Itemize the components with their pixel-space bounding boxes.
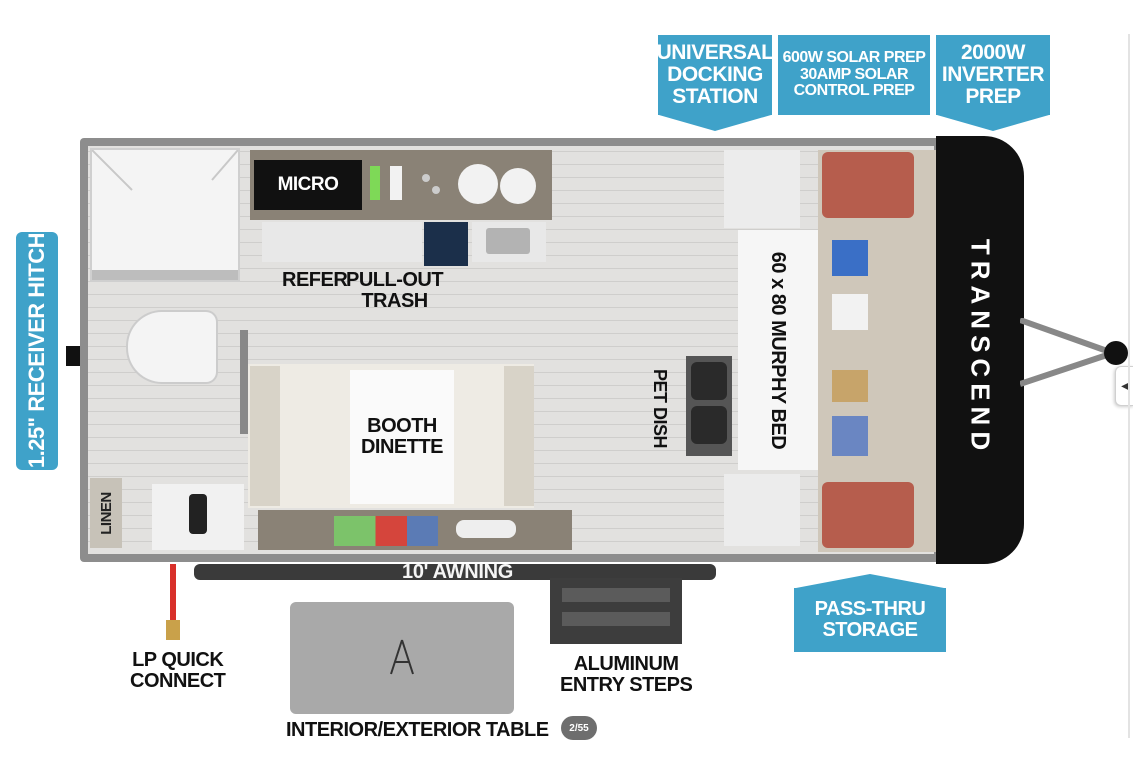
solar-prep-callout: 600W SOLAR PREP 30AMP SOLAR CONTROL PREP bbox=[778, 35, 930, 115]
inverter-prep-callout: 2000W INVERTER PREP bbox=[936, 35, 1050, 115]
dinette-seat-left bbox=[250, 366, 280, 506]
murphy-bed-cabinet-top bbox=[724, 150, 800, 228]
sink-basin bbox=[486, 228, 530, 254]
cooktop-area bbox=[368, 160, 548, 210]
awning bbox=[194, 564, 716, 580]
micro-label: MICRO bbox=[277, 174, 339, 195]
pull-out-trash-label: PULL-OUT TRASH bbox=[346, 269, 444, 312]
sink bbox=[472, 222, 546, 262]
exterior-table bbox=[290, 602, 514, 714]
side-collapse-tab[interactable]: ◀ bbox=[1115, 366, 1133, 406]
storage-bins-bottom bbox=[822, 482, 914, 548]
bathroom-sink bbox=[152, 484, 244, 550]
hitch-text: 1.25" RECEIVER HITCH bbox=[24, 233, 50, 469]
stove bbox=[424, 222, 468, 266]
toilet bbox=[128, 312, 216, 382]
linen-label: LINEN bbox=[97, 491, 115, 535]
awning-label: 10' AWNING bbox=[402, 561, 514, 583]
chevron-left-icon: ◀ bbox=[1121, 380, 1129, 392]
pet-dish-label: PET DISH bbox=[650, 368, 671, 449]
inverter-text: 2000W INVERTER PREP bbox=[941, 40, 1045, 109]
front-cap: TRANSCEND bbox=[936, 136, 1024, 564]
brand-logo: TRANSCEND bbox=[965, 238, 996, 457]
scrollbar-track[interactable] bbox=[1128, 34, 1130, 738]
microwave: MICRO bbox=[254, 160, 362, 210]
rear-receiver bbox=[66, 346, 80, 366]
booth-dinette-label: BOOTH DINETTE bbox=[360, 415, 444, 458]
murphy-bed: 60 x 80 MURPHY BED bbox=[738, 230, 818, 470]
faucet-icon bbox=[189, 494, 207, 534]
entry-steps bbox=[550, 578, 682, 644]
aluminum-entry-steps-label: ALUMINUM ENTRY STEPS bbox=[560, 653, 693, 696]
storage-bins-top bbox=[822, 152, 914, 218]
bathroom-wall bbox=[240, 330, 248, 434]
solar-text: 600W SOLAR PREP 30AMP SOLAR CONTROL PREP bbox=[782, 48, 926, 100]
stored-shirts bbox=[832, 240, 876, 470]
image-pager: 2/55 bbox=[561, 716, 597, 740]
refer-label: REFER bbox=[282, 269, 348, 291]
pass-thru-storage-callout: PASS-THRU STORAGE bbox=[794, 588, 946, 652]
murphy-bed-cabinet-bottom bbox=[724, 474, 800, 546]
shower bbox=[90, 148, 240, 282]
storage-text: PASS-THRU STORAGE bbox=[814, 598, 926, 641]
murphy-bed-label: 60 x 80 MURPHY BED bbox=[767, 251, 790, 449]
receiver-hitch-callout: 1.25" RECEIVER HITCH bbox=[16, 232, 58, 470]
lp-hose bbox=[170, 564, 176, 634]
board-games bbox=[334, 516, 438, 546]
universal-docking-station-callout: UNIVERSAL DOCKING STATION bbox=[656, 35, 774, 115]
refrigerator bbox=[262, 222, 422, 262]
lp-quick-connect-label: LP QUICK CONNECT bbox=[130, 649, 226, 692]
table-label: INTERIOR/EXTERIOR TABLE bbox=[286, 719, 549, 741]
dinette-seat-right bbox=[504, 366, 534, 506]
docking-text: UNIVERSAL DOCKING STATION bbox=[656, 40, 774, 109]
sink-cooktop-drawing bbox=[370, 164, 536, 204]
shower-drawing bbox=[91, 149, 239, 280]
pet-dish bbox=[686, 356, 732, 456]
game-controllers bbox=[456, 520, 516, 538]
linen-cabinet: LINEN bbox=[90, 478, 122, 548]
compass-logo-icon bbox=[390, 639, 414, 675]
dinette-table: BOOTH DINETTE bbox=[350, 370, 454, 504]
lp-fitting bbox=[166, 620, 180, 640]
tongue-hitch bbox=[1020, 318, 1128, 387]
